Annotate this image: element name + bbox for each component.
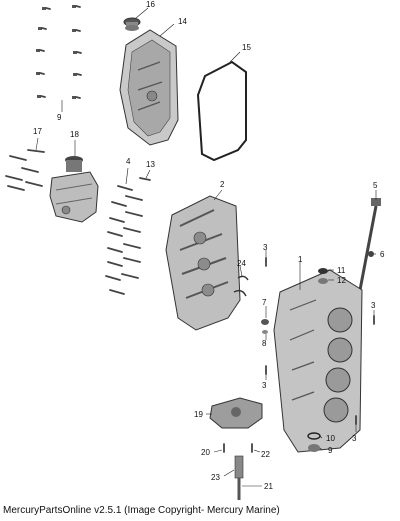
fuel-pump-assembly [49, 156, 99, 223]
callout-8: 8 [262, 339, 267, 348]
callout-4: 4 [126, 157, 131, 166]
callout-3a: 3 [263, 243, 268, 252]
callout-13: 13 [146, 160, 155, 169]
cylinder-head [165, 195, 241, 331]
callout-6: 6 [380, 250, 385, 259]
exploded-parts-diagram: 16 14 15 9 17 18 4 13 2 5 3 24 1 11 12 6… [5, 0, 385, 500]
callout-12: 12 [337, 276, 346, 285]
callout-1: 1 [298, 255, 303, 264]
callout-7: 7 [262, 298, 267, 307]
callout-22: 22 [261, 450, 270, 459]
callout-24: 24 [237, 259, 246, 268]
leader-lines [35, 7, 377, 487]
callout-3d: 3 [352, 434, 357, 443]
callout-20: 20 [201, 448, 210, 457]
callout-labels: 16 14 15 9 17 18 4 13 2 5 3 24 1 11 12 6… [33, 0, 385, 491]
callout-23: 23 [211, 473, 220, 482]
callout-21: 21 [264, 482, 273, 491]
callout-10: 10 [326, 434, 335, 443]
cover-gasket [196, 60, 247, 162]
callout-18: 18 [70, 130, 79, 139]
pump-fasteners [223, 443, 253, 453]
oil-fill-cap [123, 17, 141, 31]
callout-17: 17 [33, 127, 42, 136]
head-bolt-set [105, 185, 143, 295]
callout-11: 11 [337, 266, 346, 275]
callout-14: 14 [178, 17, 187, 26]
pump-bolt-set [5, 149, 45, 191]
dipstick [358, 198, 381, 291]
callout-9b: 9 [328, 446, 333, 455]
pin-set [265, 257, 375, 425]
hose-clip [233, 275, 249, 297]
copyright-footer: MercuryPartsOnline v2.5.1 (Image Copyrig… [3, 505, 280, 516]
callout-2: 2 [220, 180, 225, 189]
cylinder-head-cover [119, 29, 179, 146]
small-bolt-set [36, 5, 82, 99]
callout-16: 16 [146, 0, 155, 9]
cylinder-block [273, 269, 363, 453]
callout-15: 15 [242, 43, 251, 52]
pump-driveshaft [234, 455, 244, 500]
oil-pump-housing [209, 397, 263, 429]
small-bolt [139, 177, 151, 181]
dipstick-fitting [368, 251, 374, 257]
thermostat-parts [261, 319, 269, 334]
block-plug-set [318, 268, 328, 284]
callout-19: 19 [194, 410, 203, 419]
callout-3c: 3 [262, 381, 267, 390]
callout-3b: 3 [371, 301, 376, 310]
callout-5: 5 [373, 181, 378, 190]
callout-9a: 9 [57, 113, 62, 122]
